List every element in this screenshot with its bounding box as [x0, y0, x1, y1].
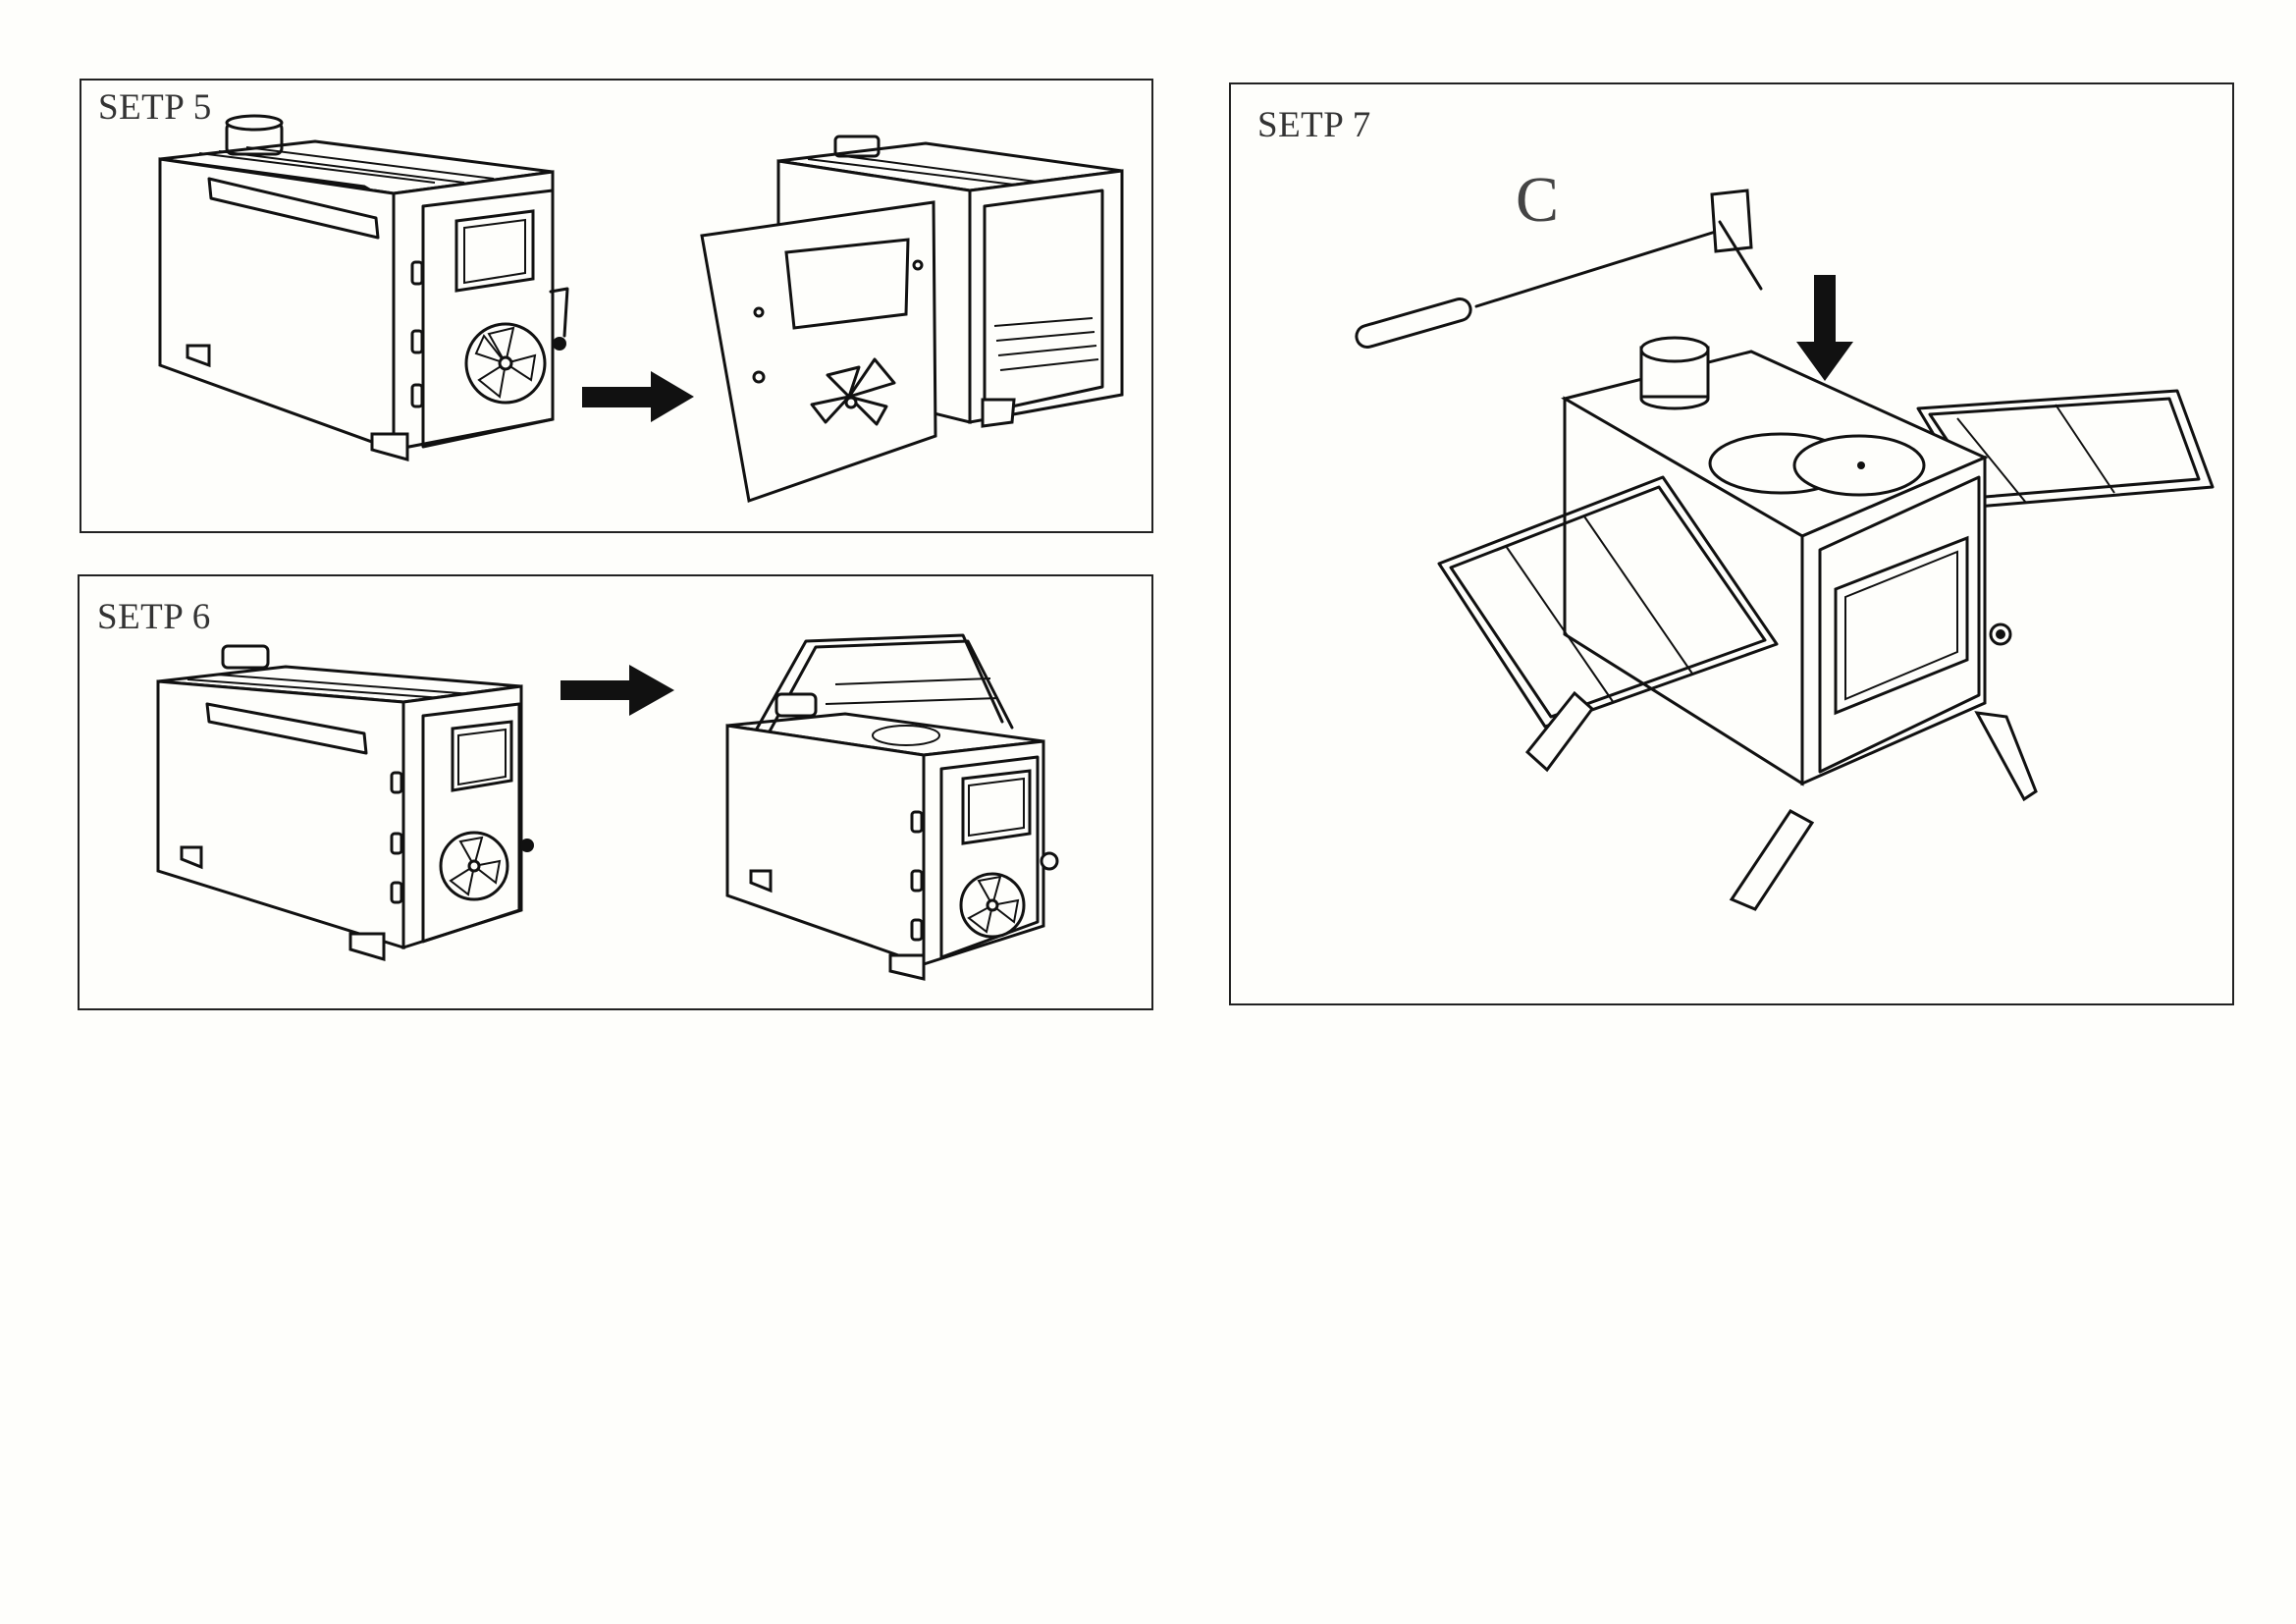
stove-assembled	[1437, 336, 2215, 911]
step-7-panel: SETP 7 C	[1229, 82, 2234, 1005]
stove-door-removed	[700, 135, 1124, 503]
stove-handle-raised	[725, 633, 1059, 981]
stove-closed	[156, 644, 534, 962]
stove-closed	[158, 114, 569, 461]
step-6-illustration	[156, 633, 1059, 981]
step-6-label: SETP 6	[97, 597, 211, 637]
part-callout-label: C	[1516, 164, 1560, 236]
right-arrow-icon	[582, 371, 694, 422]
step-7-illustration	[1355, 189, 2215, 911]
right-arrow-icon	[561, 665, 674, 716]
down-arrow-icon	[1796, 275, 1853, 381]
step-5-label: SETP 5	[98, 87, 212, 128]
poker-tool	[1355, 189, 1763, 350]
step-6-panel: SETP 6	[78, 574, 1153, 1010]
step-7-label: SETP 7	[1257, 105, 1371, 145]
step-5-illustration	[158, 114, 1124, 503]
step-5-panel: SETP 5	[80, 79, 1153, 533]
